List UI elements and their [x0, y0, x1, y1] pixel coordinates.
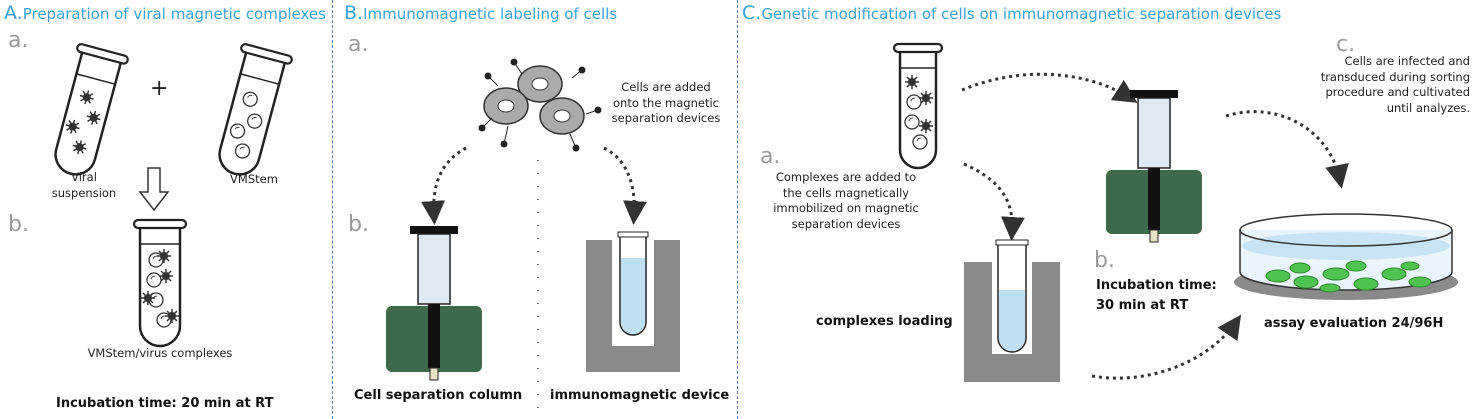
infected-label: Cells are infected and transduced during…: [1320, 54, 1470, 115]
section-c-title: C.Genetic modification of cells on immun…: [742, 2, 1281, 24]
section-c-text: Genetic modification of cells on immunom…: [761, 5, 1282, 23]
arrow-to-device-c: [963, 162, 1025, 241]
vmstem-label: VMStem: [230, 172, 278, 186]
complexes-added-label: Complexes are added to the cells magneti…: [773, 170, 919, 231]
panel-b-step-b: b.: [348, 212, 369, 237]
complexes-tube: [132, 218, 188, 348]
arrow-to-column-c: [961, 72, 1138, 103]
panel-c-step-b: b.: [1094, 248, 1115, 273]
viral-suspension-tube: [54, 43, 129, 176]
assay-label: assay evaluation 24/96H: [1264, 316, 1444, 331]
cell-cluster: [478, 58, 602, 152]
panel-a-step-b: b.: [8, 212, 29, 237]
column-label: Cell separation column: [354, 388, 523, 403]
device-label: immunomagnetic device: [550, 388, 730, 403]
immunomagnetic-device-c: [964, 239, 1060, 382]
down-arrow: [138, 167, 170, 212]
divider-b-c: [737, 0, 738, 419]
section-b-text: Immunomagnetic labeling of cells: [363, 5, 618, 23]
panel-a-step-a: a.: [8, 28, 29, 53]
panel-c-step-c: c.: [1336, 32, 1356, 57]
arrow-to-dish-bottom: [1091, 314, 1242, 380]
separation-column-c: [1106, 90, 1202, 243]
section-a-letter: A.: [4, 2, 23, 24]
section-b-title: B.Immunomagnetic labeling of cells: [344, 2, 617, 24]
petri-dish: [1234, 213, 1458, 300]
arrow-to-device: [603, 146, 647, 225]
divider-a-b: [332, 0, 333, 419]
cells-added-label: Cells are added onto the magnetic separa…: [611, 80, 721, 126]
plus-sign: +: [150, 76, 169, 101]
panel-c-step-a: a.: [760, 144, 781, 169]
vmstem-tube: [218, 43, 293, 176]
section-a-title: A.Preparation of viral magnetic complexe…: [4, 2, 326, 24]
section-c-letter: C.: [742, 2, 762, 24]
viral-suspension-label: Viral suspension: [51, 170, 117, 200]
panel-b-step-a: a.: [348, 32, 369, 57]
separation-column-b: [386, 226, 482, 381]
incubation-c-label: Incubation time: 30 min at RT: [1096, 278, 1217, 313]
incubation-a-label: Incubation time: 20 min at RT: [56, 396, 274, 411]
complexes-label: VMStem/virus complexes: [87, 346, 233, 360]
arrow-to-column: [421, 146, 467, 225]
complexes-loading-label: complexes loading: [816, 314, 953, 329]
immunomagnetic-device-b: [586, 231, 680, 372]
section-b-letter: B.: [344, 2, 364, 24]
arrow-to-dish-top: [1225, 110, 1349, 189]
cells-tube-c: [892, 42, 944, 170]
section-a-text: Preparation of viral magnetic complexes: [22, 5, 326, 23]
